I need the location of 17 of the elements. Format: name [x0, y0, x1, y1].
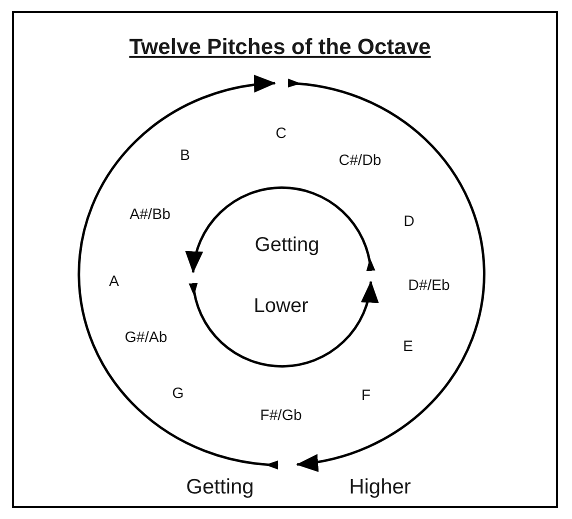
pitch-label: F — [361, 388, 371, 404]
direction-label: Getting — [254, 234, 320, 256]
direction-label: Getting — [186, 475, 254, 499]
pitch-label: B — [180, 148, 190, 164]
direction-label: Higher — [349, 475, 411, 499]
direction-label: Lower — [254, 295, 308, 317]
pitch-label: A#/Bb — [130, 206, 170, 224]
pitch-label: G#/Ab — [124, 330, 168, 346]
pitch-label: E — [403, 338, 413, 356]
pitch-label: D — [404, 214, 414, 230]
title: Twelve Pitches of the Octave — [129, 34, 431, 60]
pitch-label: A — [109, 274, 119, 290]
pitch-label: G — [172, 386, 184, 402]
pitch-label: C#/Db — [338, 152, 382, 170]
pitch-label: F#/Gb — [260, 408, 302, 424]
pitch-label: D#/Eb — [408, 278, 450, 294]
pitch-label: C — [276, 126, 286, 142]
